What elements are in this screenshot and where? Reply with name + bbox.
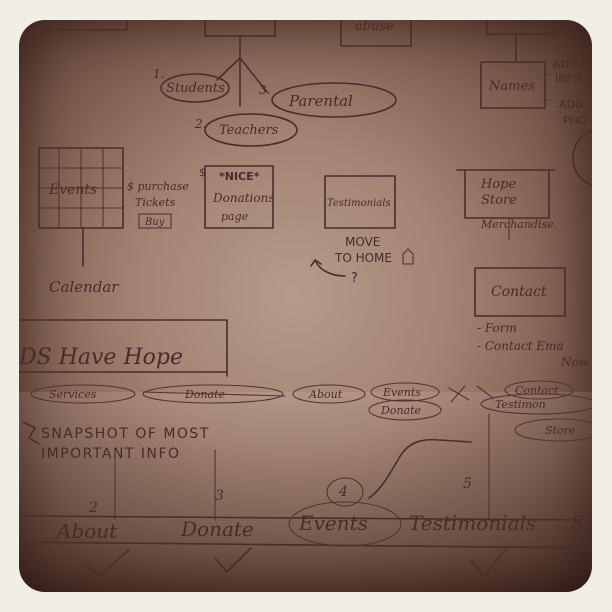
hope-store-box — [456, 169, 556, 219]
nav-donate: Donate — [184, 388, 226, 401]
column-lines — [114, 413, 490, 521]
nav-bottom-lead: s — [19, 526, 26, 542]
abuse-box — [340, 20, 412, 47]
num-1: 1. — [153, 67, 164, 81]
check-mark-2 — [214, 547, 252, 573]
donations-box — [204, 165, 274, 229]
contact-box — [474, 267, 566, 317]
calendar-label: Calendar — [49, 278, 119, 296]
events-circle — [288, 501, 402, 547]
store-oval — [514, 418, 592, 442]
move-label: MOVE — [345, 235, 380, 249]
nav-services: Services — [49, 388, 97, 401]
nav-donate-oval — [142, 384, 284, 404]
nav-events-oval — [370, 382, 440, 402]
store-oval-label: Store — [545, 424, 576, 437]
buy-label: Buy — [144, 217, 165, 228]
donate-oval-label: Donate — [380, 404, 422, 417]
now-label: Now — [560, 355, 590, 369]
nav-bottom-testimonials: Testimonials — [409, 511, 536, 535]
num-3: 3. — [259, 83, 270, 97]
hope-label: Hope — [480, 177, 516, 192]
students-label: Students — [166, 81, 225, 96]
curve-line — [368, 438, 472, 499]
add-note-4: PHO — [563, 114, 587, 127]
right-edge-oval — [572, 130, 592, 186]
parental-oval — [271, 82, 397, 118]
bottom-nav-lines — [19, 515, 592, 549]
merchandise-label: Merchandise — [480, 218, 554, 231]
calendar-grid — [38, 147, 124, 229]
number-4: 4 — [338, 484, 348, 500]
snapshot-line-2: IMPORTANT INFO — [41, 446, 181, 462]
store-label: Store — [481, 193, 517, 208]
contact-label: Contact — [491, 284, 547, 300]
curved-arrow — [310, 259, 346, 277]
snapshot-line-1: SNAPSHOT OF MOST — [41, 426, 210, 442]
add-note-1: ADD O — [553, 58, 590, 71]
contact-email-label: - Contact Ema — [477, 339, 564, 353]
nav-events: Events — [382, 386, 421, 399]
question-mark: ? — [351, 271, 358, 286]
donations-label: Donations — [212, 191, 275, 205]
sketch-drawing: abuse 1. Students 3. Parental 2. Teacher… — [19, 20, 592, 577]
nice-label: *NICE* — [219, 170, 260, 183]
number-4-circle — [326, 477, 364, 507]
number-3: 3 — [215, 488, 224, 504]
testimonials-oval-label: Testimon — [495, 398, 546, 411]
nav-services-oval — [30, 384, 136, 404]
nav-about: About — [308, 388, 343, 401]
page-label: page — [221, 210, 249, 223]
number-2: 2 — [88, 500, 98, 516]
buy-button-sketch — [138, 213, 172, 229]
star-mark — [22, 421, 40, 445]
check-mark-3 — [470, 547, 508, 577]
top-center-box — [204, 20, 276, 37]
donate-oval — [368, 399, 442, 421]
testimonials-oval — [480, 393, 592, 415]
num-2: 2. — [194, 117, 206, 131]
to-home-label: TO HOME — [334, 251, 392, 265]
abuse-label: abuse — [355, 20, 394, 34]
nav-contact: Contact — [515, 384, 559, 397]
dollar-mark: $ — [199, 166, 206, 179]
top-right-box — [486, 20, 558, 35]
add-note-2: INFO — [555, 72, 582, 85]
nav-about-oval — [292, 384, 366, 404]
add-note-3: ADD — [559, 98, 583, 111]
nav-contact-oval — [504, 380, 574, 400]
top-left-box — [48, 20, 128, 31]
banner-title: DS Have Hope — [19, 345, 183, 370]
nav-bottom-events: Events — [298, 511, 368, 535]
purchase-label: $ purchase — [127, 180, 189, 193]
students-oval — [160, 73, 230, 103]
nav-bottom-edge: S — [571, 511, 585, 535]
teachers-oval — [204, 113, 298, 147]
banner-box — [19, 319, 228, 377]
names-box — [480, 61, 546, 109]
form-label: - Form — [477, 321, 517, 335]
tree-lines — [216, 35, 268, 107]
nav-bottom-donate: Donate — [180, 517, 254, 541]
testimonials-box — [324, 175, 396, 229]
names-label: Names — [488, 79, 535, 94]
events-label: Events — [48, 182, 97, 198]
tickets-label: Tickets — [135, 196, 176, 209]
strike-line — [142, 391, 286, 397]
number-5: 5 — [463, 476, 472, 492]
photo-frame: abuse 1. Students 3. Parental 2. Teacher… — [19, 20, 592, 592]
testimonials-label: Testimonials — [327, 198, 391, 209]
parental-label: Parental — [288, 92, 353, 110]
home-icon — [402, 248, 414, 265]
teachers-label: Teachers — [219, 123, 279, 138]
nav-bottom-about: About — [55, 519, 118, 543]
check-mark-1 — [82, 549, 130, 577]
